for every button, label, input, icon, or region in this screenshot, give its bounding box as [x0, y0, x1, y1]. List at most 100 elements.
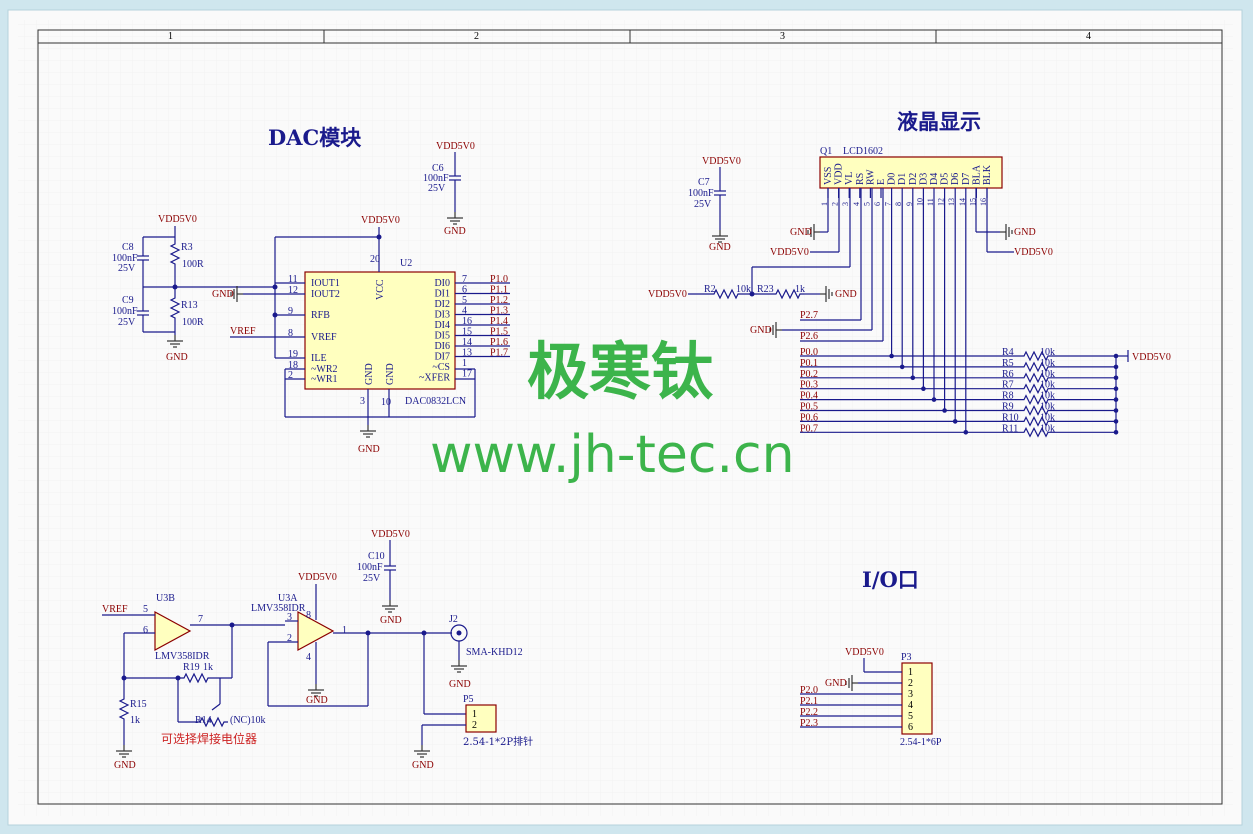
- svg-text:7: 7: [198, 614, 203, 625]
- svg-text:GND: GND: [750, 325, 772, 336]
- svg-text:R23: R23: [757, 284, 774, 295]
- dac-pin-num: 6: [462, 285, 467, 296]
- resistor-value: 10k: [1040, 391, 1055, 402]
- dac-pin-num: 17: [462, 369, 472, 380]
- net-label-P0.3: P0.3: [800, 380, 818, 391]
- svg-text:GND: GND: [825, 678, 847, 689]
- svg-text:2: 2: [287, 633, 292, 644]
- svg-text:100nF: 100nF: [688, 188, 714, 199]
- p3-pin-num: 2: [908, 678, 913, 689]
- lcd-pin-num: 5: [862, 202, 871, 206]
- dac-pin-num: 15: [462, 327, 472, 338]
- svg-text:VDD5V0: VDD5V0: [648, 289, 687, 300]
- svg-text:4: 4: [306, 652, 311, 663]
- svg-text:U3B: U3B: [156, 593, 175, 604]
- dac-pin-di7: DI7: [434, 352, 450, 363]
- net-label-P1.4: P1.4: [490, 316, 508, 327]
- net-label-P1.6: P1.6: [490, 337, 508, 348]
- net-label-P0.5: P0.5: [800, 402, 818, 413]
- net-label-P1.2: P1.2: [490, 295, 508, 306]
- svg-text:VDD5V0: VDD5V0: [702, 156, 741, 167]
- dac-pin-num: 1: [462, 358, 467, 369]
- lcd-pin-d3: D3: [918, 173, 929, 185]
- resistor-value: 10k: [1040, 380, 1055, 391]
- lcd-pin-d6: D6: [950, 173, 961, 185]
- dac-pin-num: 13: [462, 348, 472, 359]
- dac-pin-num: 5: [462, 295, 467, 306]
- dac-pin-di5: DI5: [434, 331, 450, 342]
- lcd-pin-num: 10: [915, 198, 924, 206]
- lcd-pin-num: 14: [958, 198, 967, 206]
- sma-connector-j2: J2 SMA-KHD12 GND: [449, 614, 523, 690]
- svg-text:DAC0832LCN: DAC0832LCN: [405, 396, 466, 407]
- lcd-pin-rw: RW: [865, 169, 876, 185]
- svg-text:P2.7: P2.7: [800, 310, 818, 321]
- lcd-pin-bla: BLA: [971, 164, 982, 185]
- net-label-P0.6: P0.6: [800, 412, 818, 423]
- dac-pin-di4: DI4: [434, 320, 450, 331]
- svg-text:25V: 25V: [363, 573, 381, 584]
- lcd-pin-vdd: VDD: [834, 163, 845, 185]
- p3-pin-num: 3: [908, 689, 913, 700]
- svg-text:P2.6: P2.6: [800, 331, 818, 342]
- lcd-pin-num: 4: [852, 202, 861, 206]
- svg-text:100R: 100R: [182, 259, 204, 270]
- watermark-url: www.jh-tec.cn: [430, 425, 795, 485]
- svg-text:2.54-1*2P排针: 2.54-1*2P排针: [463, 735, 533, 748]
- resistor-ref: R9: [1002, 402, 1014, 413]
- lcd-pin-d5: D5: [940, 173, 951, 185]
- lcd-pin-d0: D0: [887, 173, 898, 185]
- svg-text:C8: C8: [122, 242, 134, 253]
- svg-text:GND: GND: [449, 679, 471, 690]
- net-label-P2.2: P2.2: [800, 707, 818, 718]
- lcd-pin-num: 11: [926, 198, 935, 206]
- svg-text:5: 5: [143, 604, 148, 615]
- dac-pin-vref: VREF: [311, 332, 337, 343]
- lcd-pin-num: 3: [841, 202, 850, 206]
- svg-text:LMV358IDR: LMV358IDR: [155, 651, 210, 662]
- svg-text:R13: R13: [181, 300, 198, 311]
- svg-text:GND: GND: [1014, 227, 1036, 238]
- svg-text:(NC)10k: (NC)10k: [230, 715, 266, 726]
- header-p5: P5 1 2 2.54-1*2P排针 GND: [412, 694, 533, 771]
- dac-pin-num: 19: [288, 349, 298, 360]
- opamp-note: 可选择焊接电位器: [161, 731, 257, 746]
- svg-text:GND: GND: [835, 289, 857, 300]
- svg-text:Q1: Q1: [820, 146, 832, 157]
- grid-ref-1: 1: [168, 31, 173, 42]
- svg-text:VCC: VCC: [375, 279, 386, 300]
- svg-text:VDD5V0: VDD5V0: [158, 214, 197, 225]
- svg-text:VDD5V0: VDD5V0: [845, 647, 884, 658]
- resistor-value: 10k: [1040, 412, 1055, 423]
- svg-text:C6: C6: [432, 163, 444, 174]
- svg-text:R14: R14: [195, 715, 212, 726]
- p3-pin-num: 1: [908, 667, 913, 678]
- svg-text:25V: 25V: [428, 183, 446, 194]
- svg-text:100nF: 100nF: [357, 562, 383, 573]
- svg-text:GND: GND: [790, 227, 812, 238]
- dac-pin-di2: DI2: [434, 299, 450, 310]
- net-label-P0.2: P0.2: [800, 369, 818, 380]
- svg-text:GND: GND: [114, 760, 136, 771]
- dac-pin-di3: DI3: [434, 310, 450, 321]
- svg-text:100R: 100R: [182, 317, 204, 328]
- lcd-pin-num: 12: [937, 198, 946, 206]
- dac-pin-ile: ILE: [311, 353, 327, 364]
- resistor-value: 10k: [1040, 358, 1055, 369]
- svg-text:VDD5V0: VDD5V0: [1014, 247, 1053, 258]
- lcd-pin-d1: D1: [897, 173, 908, 185]
- capacitor-c7: VDD5V0 C7 100nF 25V GND: [688, 156, 741, 253]
- lcd-pin-num: 15: [968, 198, 977, 206]
- svg-text:100nF: 100nF: [112, 253, 138, 264]
- svg-text:GND: GND: [412, 760, 434, 771]
- svg-text:1: 1: [472, 709, 477, 720]
- svg-text:VDD5V0: VDD5V0: [770, 247, 809, 258]
- lcd-pin-num: 13: [947, 198, 956, 206]
- p3-pin-num: 6: [908, 722, 913, 733]
- svg-text:VREF: VREF: [230, 326, 256, 337]
- svg-text:GND: GND: [709, 242, 731, 253]
- dac0832-chip: U2 DAC0832LCN VDD5V0 20 VCC GND VREF IOU…: [212, 215, 510, 455]
- dac-pin-di6: DI6: [434, 341, 450, 352]
- resistor-ref: R8: [1002, 391, 1014, 402]
- dac-pin-num: 11: [288, 274, 298, 285]
